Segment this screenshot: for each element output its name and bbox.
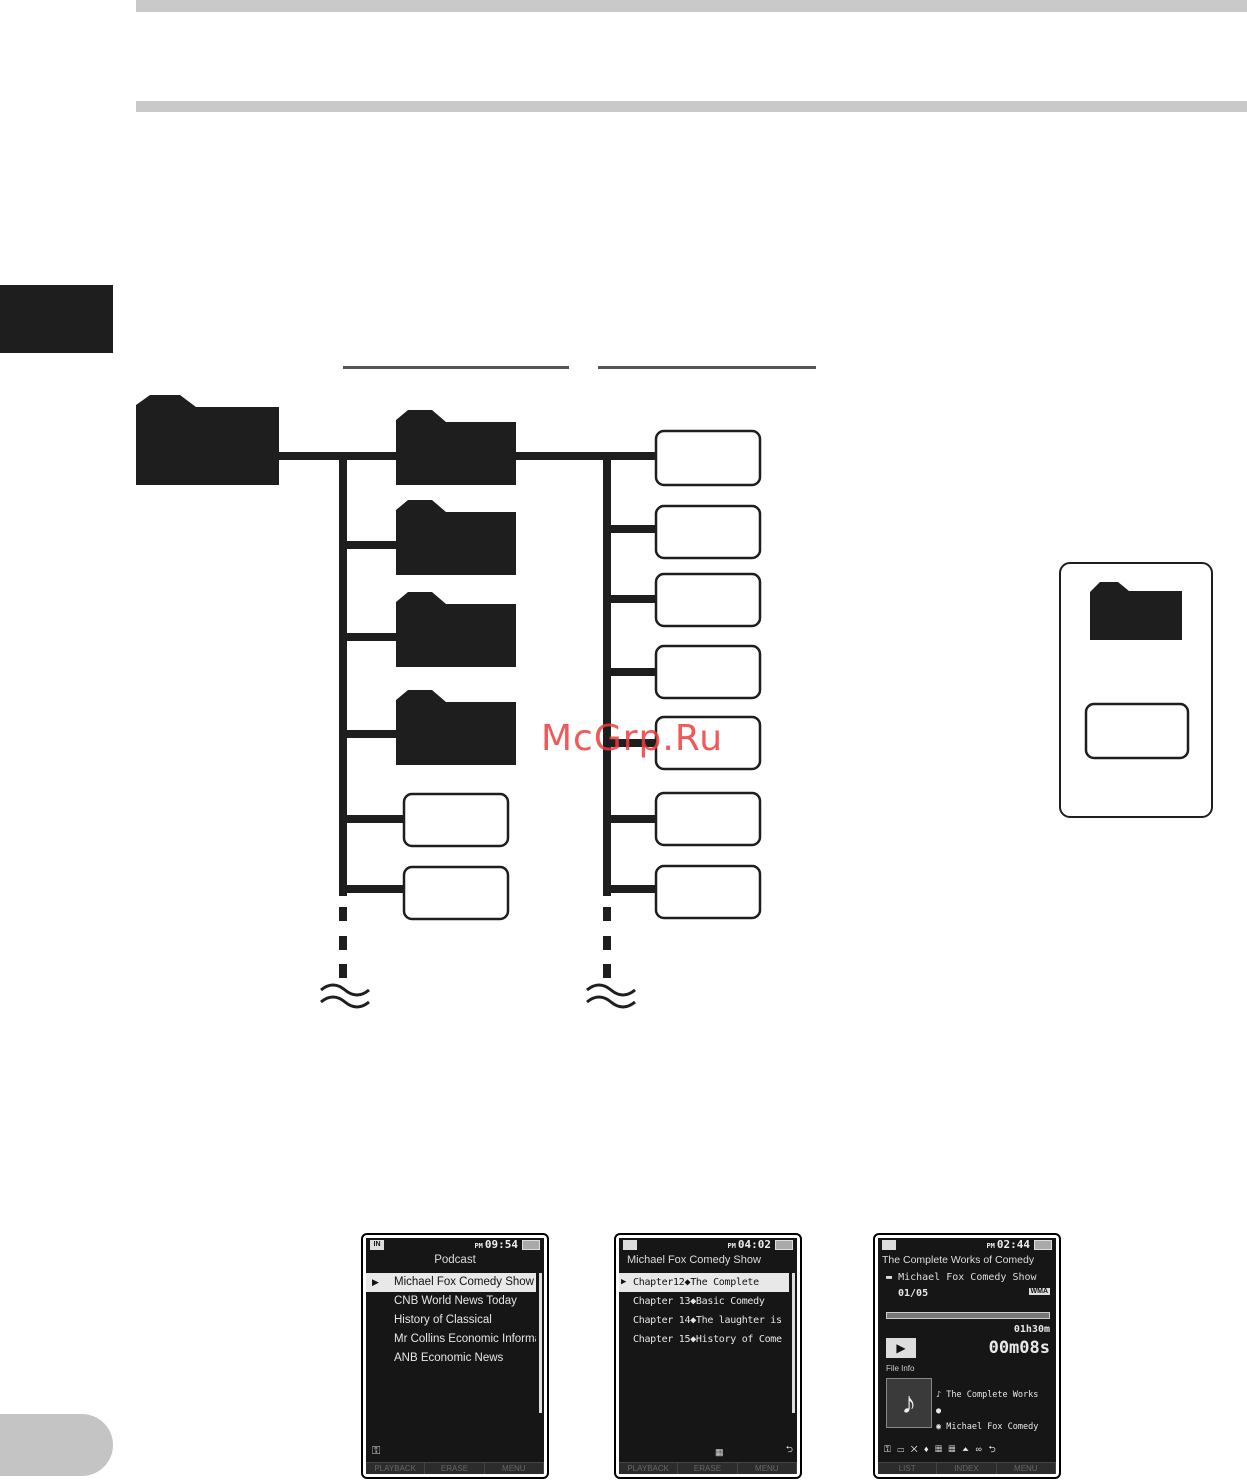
selection-pointer-icon: ▶ <box>372 1277 379 1287</box>
softkey-list[interactable]: LIST <box>878 1463 938 1474</box>
softkey-menu[interactable]: MENU <box>997 1463 1056 1474</box>
scrollbar[interactable] <box>792 1273 795 1413</box>
top-rule <box>136 0 1247 12</box>
softkey-menu[interactable]: MENU <box>485 1463 544 1474</box>
selection-pointer-icon: ▶ <box>621 1277 627 1287</box>
file-box <box>654 429 762 487</box>
softkey-bar: PLAYBACK ERASE MENU <box>619 1462 797 1474</box>
file-box <box>654 644 762 700</box>
status-icons-row: ⚿ ▭ ✕ ♦ ▦ ▦ ⏶ ∞ ⮌ <box>884 1444 998 1454</box>
total-time: 01h30m <box>1013 1324 1050 1335</box>
file-box <box>654 791 762 847</box>
file-box <box>654 715 762 771</box>
list-item[interactable]: Chapter 15◆History of Come <box>633 1334 782 1345</box>
legend-folder-icon <box>1090 582 1182 640</box>
legend-file-icon <box>1084 702 1190 760</box>
elapsed-time: 00m08s <box>988 1338 1050 1358</box>
column-header-line-1 <box>343 366 569 369</box>
file-box <box>654 864 762 920</box>
subfolder-icon-3 <box>396 592 516 667</box>
softkey-playback[interactable]: PLAYBACK <box>619 1463 679 1474</box>
page-number-tab <box>0 1414 113 1476</box>
softkey-index[interactable]: INDEX <box>937 1463 997 1474</box>
repeat-icon: ⮌ <box>785 1444 793 1454</box>
memory-tag: IN <box>370 1240 384 1250</box>
folder-name: ▬ Michael Fox Comedy Show <box>886 1272 1037 1283</box>
screen-title: Michael Fox Comedy Show <box>627 1254 761 1266</box>
header-rule <box>136 101 1247 112</box>
file-info-label: File Info <box>886 1364 915 1373</box>
list-item[interactable]: ▶Chapter12◆The Complete <box>619 1273 789 1292</box>
progress-bar[interactable] <box>886 1312 1050 1319</box>
softkey-menu[interactable]: MENU <box>738 1463 797 1474</box>
memory-tag <box>623 1240 637 1250</box>
folder-tree-diagram <box>136 395 1213 1009</box>
list-item[interactable]: Chapter 13◆Basic Comedy <box>633 1296 765 1307</box>
root-folder-icon <box>136 395 279 485</box>
file-list: ▶Chapter12◆The Complete Chapter 13◆Basic… <box>619 1273 789 1349</box>
watermark: McGrp.Ru <box>540 718 724 759</box>
softkey-playback[interactable]: PLAYBACK <box>366 1463 426 1474</box>
hold-key-icon: ⚿ <box>372 1445 381 1457</box>
format-badge: WMA <box>1028 1288 1050 1295</box>
subfolder-icon-2 <box>396 500 516 575</box>
scrollbar[interactable] <box>539 1273 542 1413</box>
battery-icon <box>522 1240 540 1250</box>
list-item[interactable]: History of Classical <box>394 1314 492 1326</box>
chapter-tab <box>0 285 113 353</box>
battery-icon <box>775 1240 793 1250</box>
softkey-erase[interactable]: ERASE <box>425 1463 485 1474</box>
list-item[interactable]: ▶Michael Fox Comedy Show <box>366 1273 536 1292</box>
subfolder-icon-4 <box>396 690 516 765</box>
list-item[interactable]: Mr Collins Economic Informat <box>394 1333 536 1345</box>
memory-tag <box>882 1240 896 1250</box>
file-number: 01/05 <box>898 1288 929 1299</box>
file-box <box>402 792 510 848</box>
file-box <box>654 572 762 628</box>
screen-title: The Complete Works of Comedy <box>882 1254 1035 1266</box>
play-icon[interactable]: ▶ <box>886 1338 916 1358</box>
softkey-bar: LIST INDEX MENU <box>878 1462 1056 1474</box>
column-header-line-2 <box>598 366 816 369</box>
folder-icon: ▬ <box>886 1272 893 1283</box>
folder-mode-icon: ▦ <box>715 1447 724 1457</box>
file-box <box>402 865 510 921</box>
file-box <box>654 504 762 560</box>
screen-title: Podcast <box>434 1254 476 1266</box>
break-mark-2 <box>586 983 636 1009</box>
list-item[interactable]: CNB World News Today <box>394 1295 517 1307</box>
music-note-icon: ♪ <box>886 1378 932 1428</box>
subfolder-icon-1 <box>396 410 516 485</box>
meta-album: ◉ Michael Fox Comedy <box>936 1422 1039 1432</box>
softkey-erase[interactable]: ERASE <box>678 1463 738 1474</box>
break-mark-1 <box>320 983 370 1009</box>
softkey-bar: PLAYBACK ERASE MENU <box>366 1462 544 1474</box>
meta-title: ♪ The Complete Works <box>936 1390 1039 1400</box>
battery-icon <box>1034 1240 1052 1250</box>
list-item[interactable]: ANB Economic News <box>394 1352 504 1364</box>
list-item[interactable]: Chapter 14◆The laughter is <box>633 1315 782 1326</box>
meta-artist-icon: ● <box>936 1406 942 1416</box>
folder-list: ▶Michael Fox Comedy Show CNB World News … <box>366 1273 536 1368</box>
